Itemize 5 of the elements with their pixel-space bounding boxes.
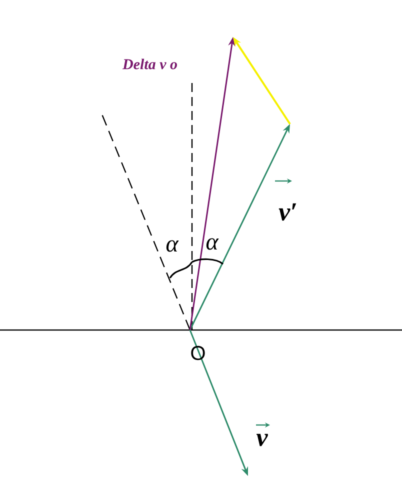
- vector-label: v′: [278, 203, 296, 221]
- angle-label: α: [206, 238, 219, 250]
- angle-label: α: [166, 240, 179, 252]
- vector-label: Delta v o: [122, 58, 177, 70]
- vector-label: v: [256, 434, 268, 446]
